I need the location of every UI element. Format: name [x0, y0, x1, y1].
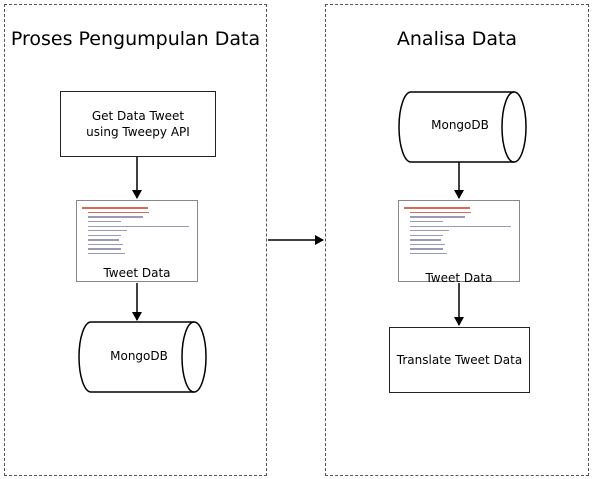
mongodb-label-left: MongoDB [110, 349, 168, 363]
tweet-data-label-left: Tweet Data [103, 266, 171, 280]
mongodb-cylinder-left [78, 321, 207, 393]
panel-data-analysis: Analisa Data [325, 4, 589, 476]
translate-tweet-label: Translate Tweet Data [396, 353, 523, 367]
tweet-data-label-right: Tweet Data [425, 271, 493, 285]
get-tweet-line2: using Tweepy API [86, 125, 190, 139]
panel-title-right: Analisa Data [396, 28, 518, 50]
tweet-data-document-left [76, 200, 198, 282]
translate-tweet-box: Translate Tweet Data [389, 327, 530, 393]
mongodb-cylinder-right [398, 91, 527, 163]
get-tweet-box: Get Data Tweet using Tweepy API [60, 91, 216, 157]
mongodb-label-right: MongoDB [431, 118, 489, 132]
tweet-data-document-right [398, 200, 520, 282]
panel-title-left: Proses Pengumpulan Data [10, 28, 261, 50]
panel-data-collection: Proses Pengumpulan Data [4, 4, 267, 476]
get-tweet-line1: Get Data Tweet [91, 109, 185, 123]
